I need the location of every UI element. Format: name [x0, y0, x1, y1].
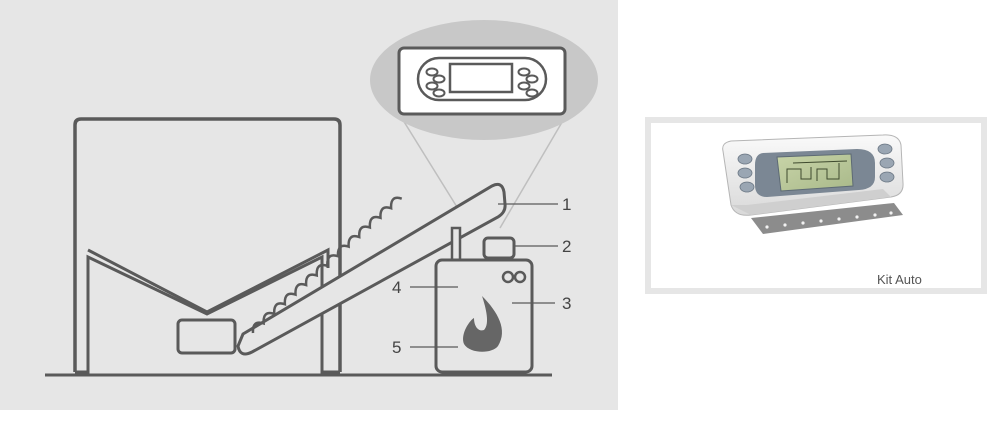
- product-caption: Kit Auto: [877, 272, 922, 287]
- lcd-screen: [776, 153, 854, 192]
- product-photo-panel: Kit Auto: [645, 117, 987, 294]
- flame-icon: [463, 296, 503, 352]
- panel-button: [525, 74, 539, 84]
- callout-number-3: 3: [562, 294, 571, 313]
- boiler-knob: [501, 270, 515, 284]
- bracket-holes: [765, 211, 893, 229]
- controller-buttons: [737, 143, 895, 193]
- auger-inlet: [176, 318, 237, 355]
- pellet-silo: [73, 117, 342, 374]
- callout-number-5: 5: [392, 338, 401, 357]
- panel-button: [517, 67, 531, 77]
- panel-button: [425, 81, 439, 91]
- callout-number-4: 4: [392, 278, 401, 297]
- controller-side: [731, 189, 891, 215]
- zoom-line-right: [499, 111, 569, 229]
- display-screen: [448, 62, 514, 94]
- auger-screw: [251, 196, 403, 334]
- panel-button: [425, 67, 439, 77]
- zoomed-control-panel: [397, 46, 567, 116]
- boiler: [434, 236, 534, 374]
- diagram-drawing: 1 2 3 4 5: [0, 0, 618, 410]
- callout-number-1: 1: [562, 195, 571, 214]
- control-unit: [482, 236, 516, 260]
- auger-drop-tube: [450, 226, 462, 262]
- panel-button: [432, 88, 446, 98]
- panel-button: [432, 74, 446, 84]
- callout-number-2: 2: [562, 237, 571, 256]
- boiler-knob: [513, 270, 527, 284]
- auger-conveyor: [236, 183, 507, 356]
- lcd-graphic: [786, 160, 848, 183]
- panel-button: [525, 88, 539, 98]
- installation-diagram: 1 2 3 4 5: [0, 0, 618, 410]
- controller-device-image: [722, 134, 904, 234]
- mounting-bracket: [751, 203, 903, 234]
- panel-button: [517, 81, 531, 91]
